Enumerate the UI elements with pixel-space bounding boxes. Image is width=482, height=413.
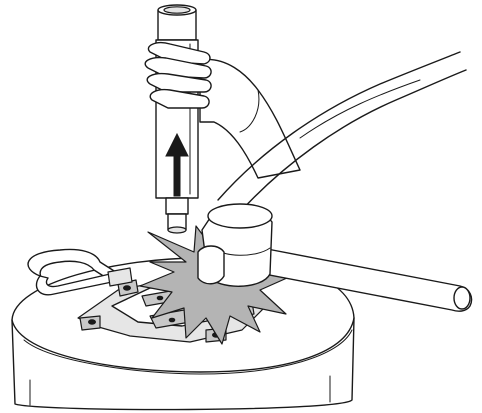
pipe-tool bbox=[156, 5, 198, 233]
